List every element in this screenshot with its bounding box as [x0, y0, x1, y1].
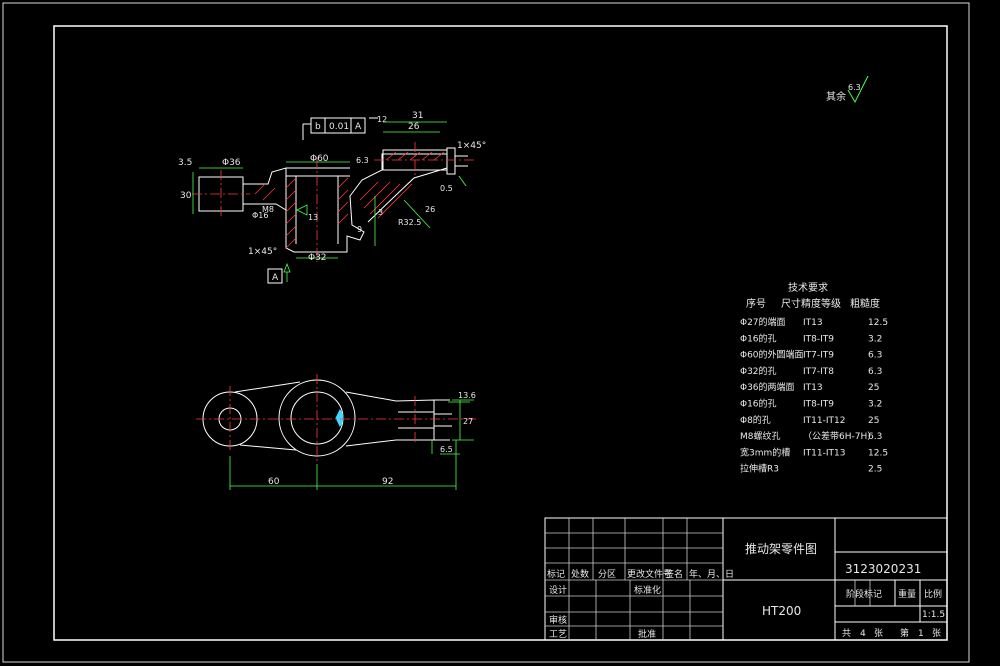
dim-31: 31	[412, 111, 423, 121]
dim-m8: M8	[262, 205, 274, 214]
material: HT200	[762, 604, 801, 618]
tech-row-6-col-2: 25	[868, 416, 879, 426]
front-view: 60 92 13.6 27 6.5	[196, 374, 476, 490]
tech-header-index: 序号	[746, 297, 766, 310]
tech-row-9-col-0: 拉伸槽R3	[740, 463, 779, 475]
tb-chushu: 处数	[571, 568, 589, 580]
tech-row-8-col-0: 宽3mm的槽	[740, 446, 790, 458]
tb-sheet-index: 1	[918, 629, 924, 639]
tech-row-7-col-1: （公差带6H-7H）	[803, 430, 876, 442]
roughness-label: 其余	[826, 90, 846, 103]
drawing-number: 3123020231	[845, 562, 921, 576]
outer-border	[2, 2, 970, 663]
tech-row-1-col-0: Φ16的孔	[740, 332, 777, 344]
tech-row-6-col-1: IT11-IT12	[803, 416, 845, 426]
dim-chamfer-bottom: 1×45°	[248, 247, 277, 257]
tech-row-4-col-1: IT13	[803, 383, 823, 393]
dim-92: 92	[382, 477, 393, 487]
datum-label: A	[272, 273, 279, 283]
tb-gaiwenjian: 更改文件号	[627, 568, 672, 580]
tb-di: 第	[900, 627, 909, 639]
dim-60: 60	[268, 477, 280, 487]
tech-row-2-col-0: Φ60的外圆端面	[740, 349, 804, 361]
tb-qianming: 签名	[665, 568, 683, 580]
tb-gong: 共	[842, 628, 851, 639]
dim-6-5: 6.5	[440, 445, 453, 454]
dim-13-6: 13.6	[458, 391, 476, 400]
tech-row-3-col-0: Φ32的孔	[740, 365, 777, 377]
tb-jieduan: 阶段标记	[846, 588, 882, 600]
tb-bili: 比例	[924, 588, 942, 600]
tb-biaoji: 标记	[547, 568, 565, 580]
dim-phi60: Φ60	[310, 154, 329, 164]
tolerance-datum: A	[355, 122, 362, 132]
dim-26-side: 26	[425, 205, 435, 214]
tech-row-2-col-2: 6.3	[868, 351, 882, 361]
tb-fenqu: 分区	[598, 569, 616, 580]
tech-row-7-col-0: M8螺纹孔	[740, 430, 781, 442]
roughness-value: 6.3	[848, 83, 861, 92]
tech-row-9-col-2: 2.5	[868, 465, 882, 475]
tech-row-2-col-1: IT7-IT9	[803, 351, 834, 361]
tech-header-roughness: 粗糙度	[850, 297, 880, 310]
tech-row-5-col-0: Φ16的孔	[740, 398, 777, 410]
tech-row-3-col-1: IT7-IT8	[803, 367, 834, 377]
tech-title: 技术要求	[788, 281, 828, 294]
tb-gongyi: 工艺	[549, 629, 567, 640]
tb-biaozhunhua: 标准化	[634, 584, 661, 596]
dim-26: 26	[408, 122, 420, 132]
tb-sheji: 设计	[549, 584, 567, 596]
roughness-note: 其余 6.3	[826, 75, 869, 104]
tech-row-7-col-2: 6.3	[868, 432, 882, 442]
tb-pizhun: 批准	[638, 628, 656, 640]
dim-12: 12	[377, 115, 387, 124]
section-view: b 0.01 A A 31 26 Φ60 Φ36 3.5 30 1×45° 1×…	[178, 111, 486, 284]
tb-zhongliang: 重量	[898, 588, 916, 600]
dim-phi36: Φ36	[222, 158, 241, 168]
dim-chamfer-top: 1×45°	[457, 141, 486, 151]
tech-row-5-col-2: 3.2	[868, 400, 882, 410]
tech-header-grade: 尺寸精度等级	[781, 297, 841, 310]
dim-phi32: Φ32	[308, 253, 327, 263]
tb-shenhe: 审核	[549, 614, 567, 626]
inner-border	[53, 25, 948, 641]
tech-row-0-col-0: Φ27的端面	[740, 316, 786, 328]
tb-zhang1: 张	[874, 628, 883, 639]
tech-row-5-col-1: IT8-IT9	[803, 400, 834, 410]
dim-30: 30	[180, 191, 192, 201]
dim-6-3: 6.3	[356, 156, 369, 165]
drawing-name: 推动架零件图	[745, 542, 817, 556]
dim-phi16: Φ16	[252, 211, 268, 220]
tech-row-6-col-0: Φ8的孔	[740, 414, 771, 426]
dim-13: 13	[308, 213, 318, 222]
tech-row-8-col-2: 12.5	[868, 448, 888, 458]
tech-row-4-col-2: 25	[868, 383, 879, 393]
dim-r32-5: R32.5	[398, 218, 421, 227]
tech-row-0-col-2: 12.5	[868, 318, 888, 328]
tb-sheet-count: 4	[860, 629, 866, 639]
tech-row-8-col-1: IT11-IT13	[803, 448, 845, 458]
dim-27: 27	[463, 417, 473, 426]
tech-row-1-col-1: IT8-IT9	[803, 334, 834, 344]
tech-row-0-col-1: IT13	[803, 318, 823, 328]
tb-zhang2: 张	[932, 628, 941, 639]
tb-scale: 1:1.5	[922, 610, 945, 620]
tech-row-1-col-2: 3.2	[868, 334, 882, 344]
dim-3: 3	[378, 208, 383, 217]
tolerance-value: 0.01	[329, 122, 349, 132]
dim-9: 9	[357, 225, 362, 234]
dim-0-5: 0.5	[440, 184, 453, 193]
tech-row-4-col-0: Φ36的两端面	[740, 381, 795, 393]
dim-3-5: 3.5	[178, 158, 192, 168]
tech-row-3-col-2: 6.3	[868, 367, 882, 377]
tb-nianyueri: 年、月、日	[689, 568, 734, 580]
tolerance-symbol: b	[315, 122, 321, 132]
title-block: 标记 处数 分区 更改文件号 签名 年、月、日 设计 标准化 审核 工艺 批准 …	[544, 517, 948, 641]
